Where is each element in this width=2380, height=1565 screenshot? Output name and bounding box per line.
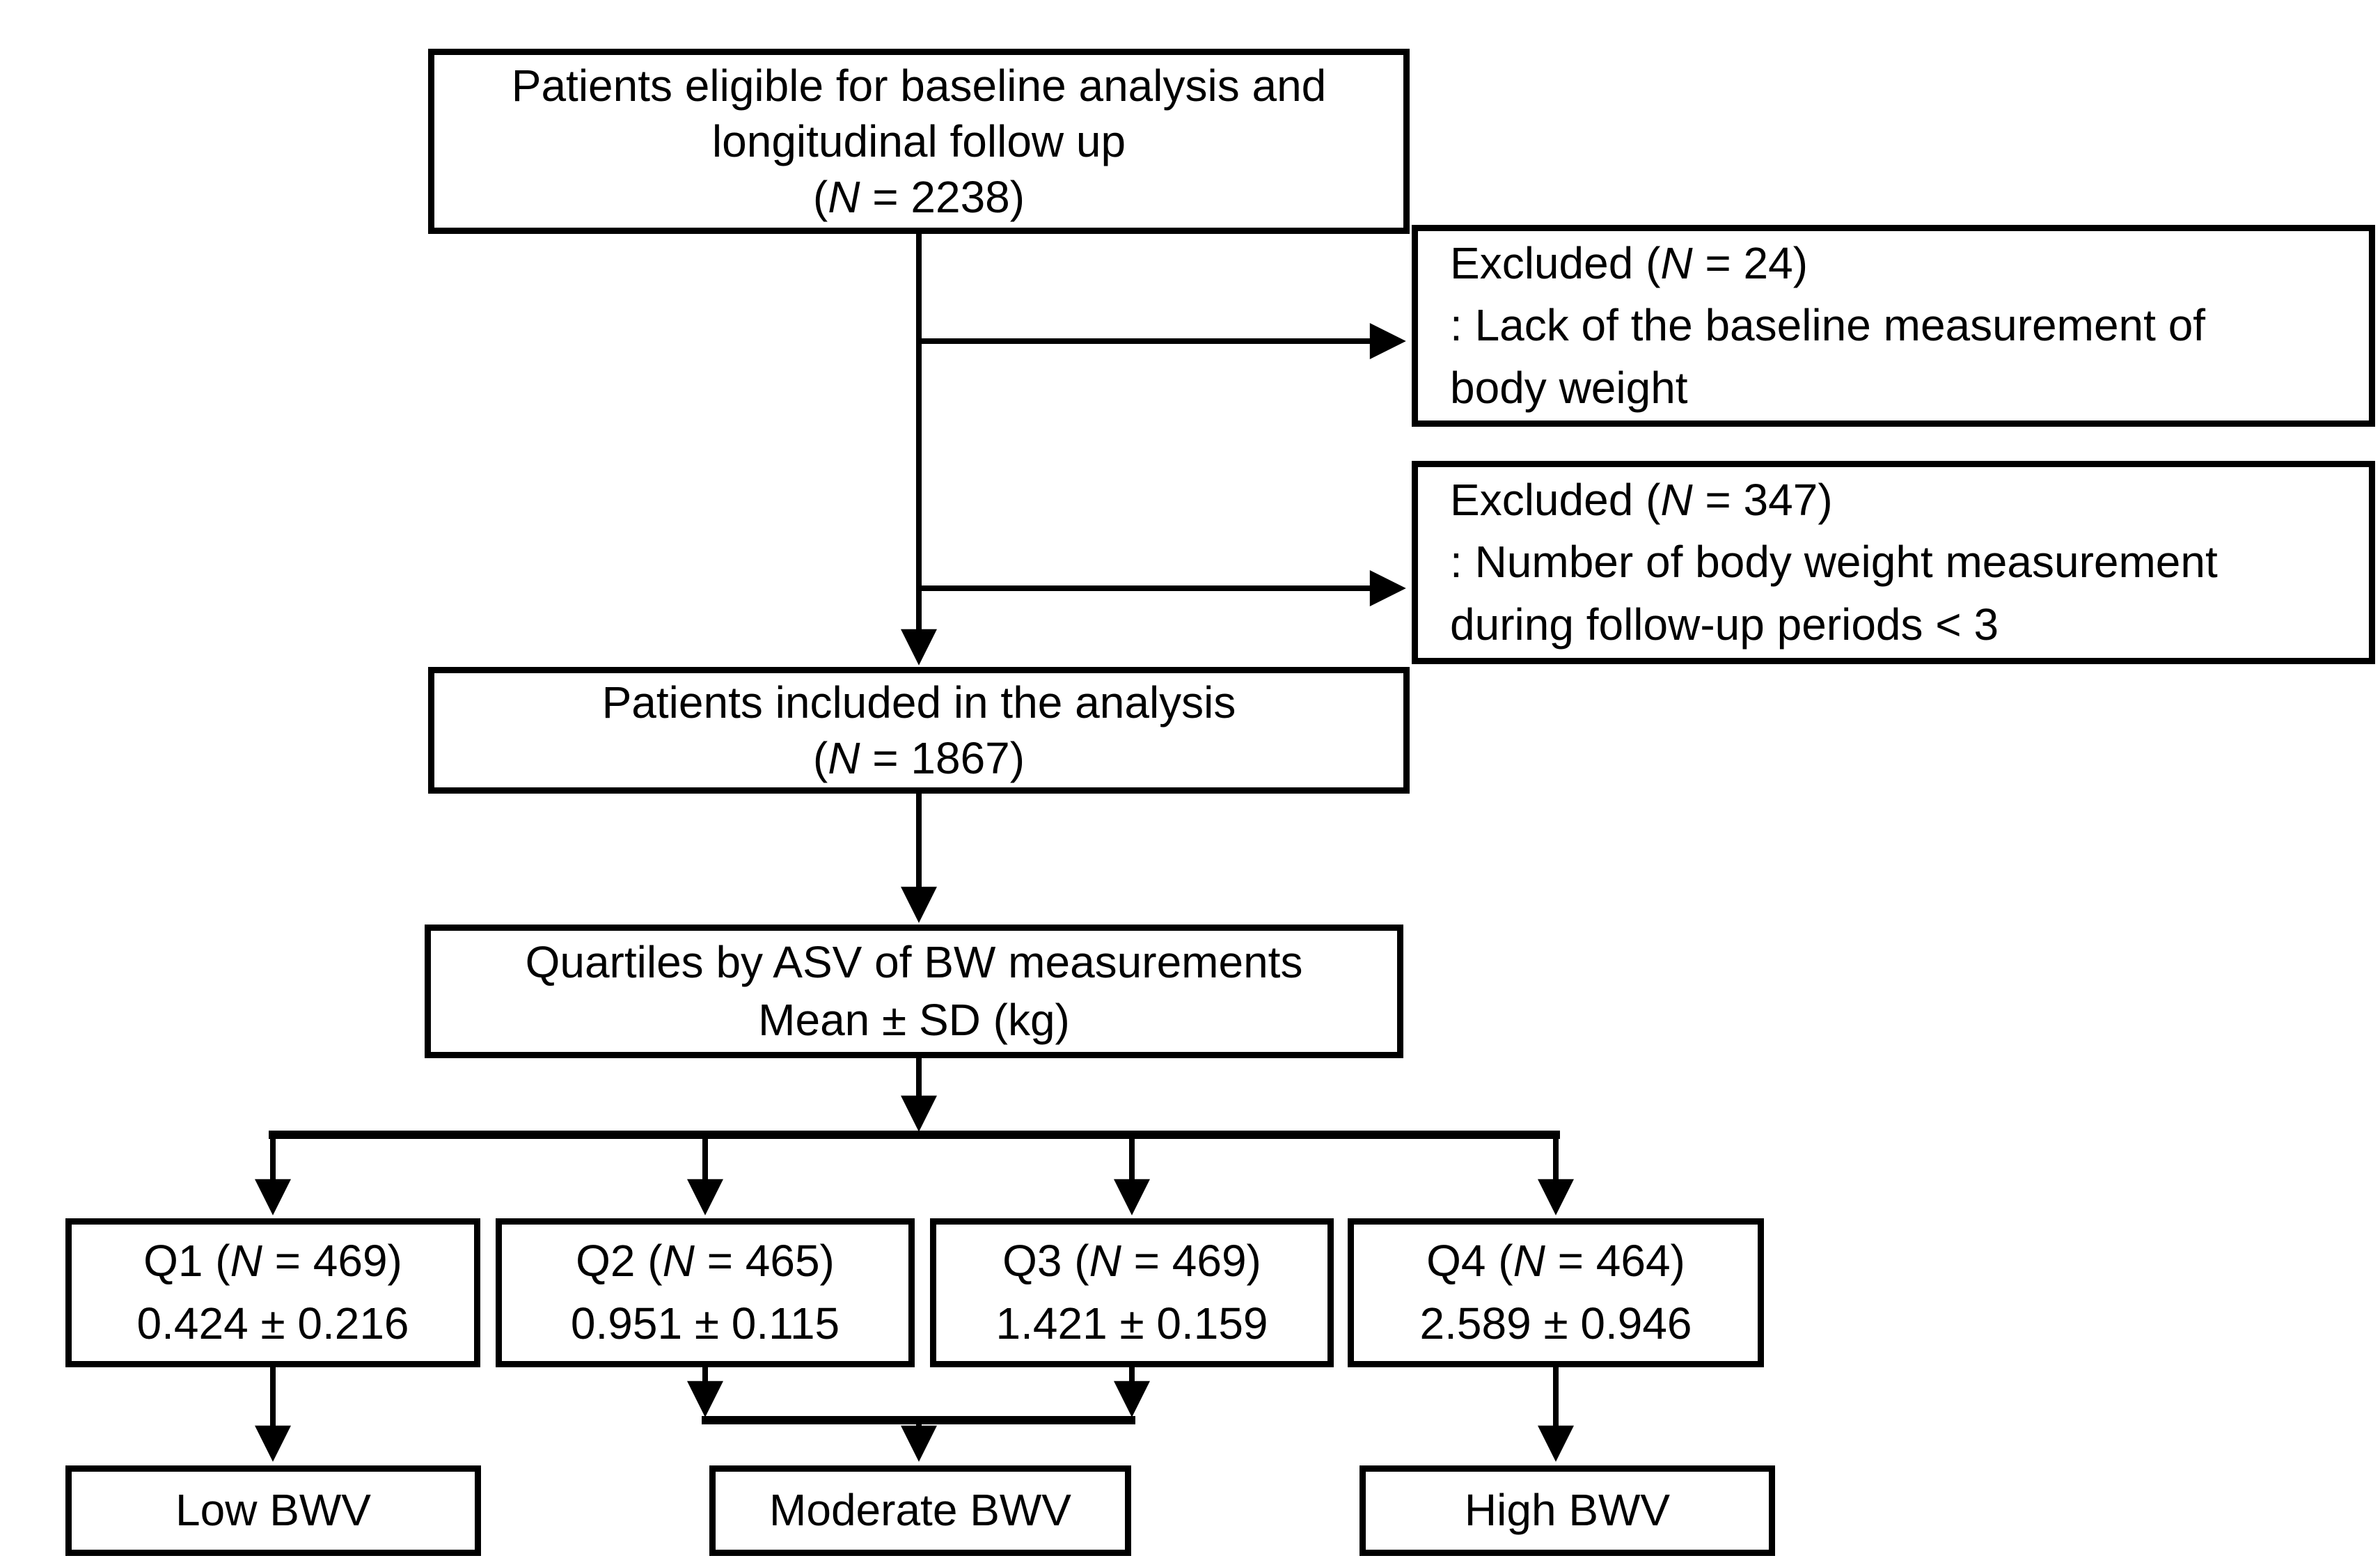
- n-symbol: N: [828, 172, 860, 222]
- box-q3: Q3 (N = 469) 1.421 ± 0.159: [930, 1218, 1334, 1367]
- box-moderate-bwv: Moderate BWV: [709, 1465, 1131, 1556]
- n-symbol: N: [1660, 237, 1693, 288]
- excluded-followup-title: Excluded (N = 347): [1450, 469, 1833, 532]
- title-pre: Excluded (: [1450, 237, 1661, 288]
- quartiles-line2: Mean ± SD (kg): [758, 995, 1070, 1045]
- q3-mean-sd: 1.421 ± 0.159: [995, 1298, 1268, 1348]
- box-quartiles-header: Quartiles by ASV of BW measurements Mean…: [425, 925, 1403, 1058]
- eligible-n-count: (N = 2238): [813, 169, 1025, 225]
- q3-label: Q3 (N = 469): [1002, 1230, 1261, 1293]
- n-symbol: N: [828, 733, 860, 783]
- q4-label: Q4 (N = 464): [1426, 1230, 1685, 1293]
- n-symbol: N: [230, 1236, 262, 1287]
- label-post: = 469): [262, 1236, 402, 1287]
- n-symbol: N: [1089, 1236, 1121, 1287]
- eligible-line1: Patients eligible for baseline analysis …: [511, 61, 1327, 111]
- excluded-followup-reason-line1: : Number of body weight measurement: [1450, 537, 2218, 588]
- eligible-line2: longitudinal follow up: [711, 116, 1126, 166]
- q4-mean-sd: 2.589 ± 0.946: [1419, 1298, 1692, 1348]
- box-excluded-baseline: Excluded (N = 24) : Lack of the baseline…: [1412, 225, 2375, 427]
- n-symbol: N: [662, 1236, 695, 1287]
- excluded-baseline-title: Excluded (N = 24): [1450, 233, 1808, 295]
- title-post: = 24): [1692, 237, 1808, 288]
- label-post: = 465): [694, 1236, 835, 1287]
- box-q1: Q1 (N = 469) 0.424 ± 0.216: [65, 1218, 480, 1367]
- moderate-bwv-label: Moderate BWV: [769, 1485, 1071, 1536]
- box-high-bwv: High BWV: [1360, 1465, 1775, 1556]
- title-post: = 347): [1692, 474, 1833, 525]
- box-excluded-followup: Excluded (N = 347) : Number of body weig…: [1412, 461, 2375, 664]
- label-pre: Q4 (: [1426, 1236, 1513, 1287]
- box-included-patients: Patients included in the analysis (N = 1…: [428, 667, 1410, 794]
- excluded-baseline-reason-line2: body weight: [1450, 362, 1688, 413]
- paren-open: (: [812, 172, 828, 222]
- title-pre: Excluded (: [1450, 474, 1661, 525]
- label-pre: Q2 (: [576, 1236, 663, 1287]
- paren-open: (: [812, 733, 828, 783]
- label-post: = 469): [1121, 1236, 1261, 1287]
- label-pre: Q1 (: [143, 1236, 230, 1287]
- q2-mean-sd: 0.951 ± 0.115: [570, 1298, 840, 1348]
- included-n-count: (N = 1867): [813, 730, 1025, 786]
- box-q4: Q4 (N = 464) 2.589 ± 0.946: [1348, 1218, 1764, 1367]
- label-pre: Q3 (: [1002, 1236, 1089, 1287]
- q1-mean-sd: 0.424 ± 0.216: [136, 1298, 409, 1348]
- n-value: = 1867): [860, 733, 1025, 783]
- included-line1: Patients included in the analysis: [601, 677, 1236, 728]
- excluded-followup-reason-line2: during follow-up periods < 3: [1450, 599, 1999, 650]
- n-value: = 2238): [860, 172, 1025, 222]
- low-bwv-label: Low BWV: [175, 1485, 371, 1536]
- n-symbol: N: [1513, 1236, 1545, 1287]
- label-post: = 464): [1545, 1236, 1685, 1287]
- quartiles-line1: Quartiles by ASV of BW measurements: [525, 936, 1303, 987]
- q2-label: Q2 (N = 465): [576, 1230, 835, 1293]
- box-eligible-patients: Patients eligible for baseline analysis …: [428, 49, 1410, 234]
- box-low-bwv: Low BWV: [65, 1465, 481, 1556]
- q1-label: Q1 (N = 469): [143, 1230, 402, 1293]
- n-symbol: N: [1660, 474, 1693, 525]
- high-bwv-label: High BWV: [1464, 1485, 1671, 1536]
- excluded-baseline-reason-line1: : Lack of the baseline measurement of: [1450, 300, 2206, 351]
- box-q2: Q2 (N = 465) 0.951 ± 0.115: [496, 1218, 915, 1367]
